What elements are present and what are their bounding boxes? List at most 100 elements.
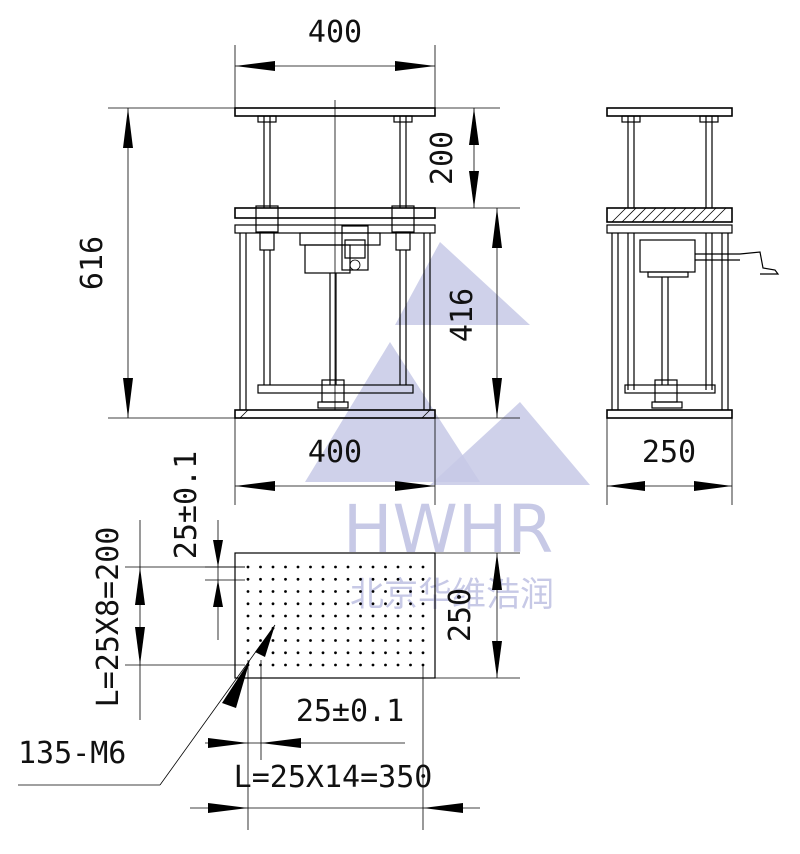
dim-label-hole-rows-length: L=25X8=200 [91,527,126,708]
mounting-hole [384,651,387,655]
mounting-hole [371,602,375,606]
front-base [234,409,436,419]
mounting-hole [384,626,387,630]
mounting-hole [371,577,375,581]
dim-label-front-top-width: 400 [308,15,362,50]
mounting-hole [246,626,250,630]
dim-label-hole-spec: 135-M6 [18,736,126,771]
mounting-hole [284,565,287,569]
mounting-hole [321,614,325,618]
side-top-plate [606,107,733,117]
dim-label-hole-pitch-y: 25±0.1 [169,451,204,559]
mounting-hole [334,651,337,655]
mounting-hole [384,663,387,667]
front-base-hatch [239,409,431,419]
dim-label-total-height: 616 [75,236,110,290]
mounting-hole [396,651,400,655]
mounting-hole [271,577,275,581]
mounting-hole [309,590,312,593]
mounting-hole [296,626,300,630]
mounting-hole [359,565,362,569]
mounting-hole [246,651,250,655]
mounting-hole [346,651,350,655]
mounting-hole [359,663,362,667]
dim-front-base-width: 400 [234,418,436,505]
mounting-hole [296,663,300,667]
mounting-hole [271,565,275,569]
mounting-hole [346,602,350,606]
mounting-hole [359,614,362,618]
mounting-hole [409,626,412,630]
mounting-hole [246,614,250,618]
mounting-hole [259,663,262,667]
mounting-hole [309,565,312,569]
mounting-hole [284,590,287,593]
mounting-hole [371,590,375,593]
dim-label-lower-height: 416 [445,288,480,342]
mounting-hole [396,626,400,630]
mounting-hole [409,590,412,593]
mounting-hole [259,565,262,569]
mounting-hole [296,590,300,593]
dim-label-side-width: 250 [642,435,696,470]
side-hand-crank [739,251,780,275]
mounting-hole [271,614,275,618]
front-lower-crossbar [257,384,414,394]
mounting-hole [296,651,300,655]
mounting-hole [409,577,412,581]
dim-label-front-base-width: 400 [308,435,362,470]
dim-label-table-depth: 250 [443,588,478,642]
mounting-hole [259,614,262,618]
mounting-hole [284,651,287,655]
mounting-hole [421,639,425,642]
hole-spec-leader: 135-M6 [18,624,276,786]
mounting-hole [284,639,287,642]
mounting-hole [321,626,325,630]
mounting-hole [271,639,275,642]
mounting-hole [334,663,337,667]
mounting-hole [421,590,425,593]
watermark-logo-left-shape [305,342,480,482]
mounting-hole [421,602,425,606]
watermark-logo-right-triangle [430,402,590,485]
front-frame-posts [239,233,431,410]
mounting-hole [371,614,375,618]
mounting-hole [384,590,387,593]
mounting-hole [384,639,387,642]
mounting-hole [409,602,412,606]
mounting-hole [334,565,337,569]
mounting-hole [309,663,312,667]
mounting-hole [346,639,350,642]
mounting-hole [271,663,275,667]
mounting-hole [421,565,425,569]
mounting-hole [409,651,412,655]
dim-lower-height: 416 [435,208,520,419]
mounting-hole [321,663,325,667]
watermark-logo-upper-triangle [395,242,530,325]
mounting-hole [296,614,300,618]
mounting-hole [309,639,312,642]
dim-label-hole-cols-length: L=25X14=350 [234,760,433,795]
mounting-hole [371,651,375,655]
front-motor-assembly [299,225,381,385]
mounting-hole [334,639,337,642]
mounting-hole [421,577,425,581]
mounting-hole [271,651,275,655]
mounting-hole [409,639,412,642]
mounting-hole [271,590,275,593]
mounting-hole [246,565,250,569]
dim-hole-cols-length: L=25X14=350 [190,665,480,830]
mounting-hole [409,663,412,667]
mounting-hole [284,602,287,606]
mounting-hole [384,565,387,569]
mounting-hole [309,651,312,655]
mounting-hole [346,590,350,593]
mounting-hole [396,663,400,667]
mounting-hole [334,590,337,593]
mounting-hole [321,602,325,606]
dim-side-width: 250 [606,418,733,505]
mounting-hole [409,614,412,618]
mounting-hole [409,565,412,569]
mounting-hole [346,614,350,618]
